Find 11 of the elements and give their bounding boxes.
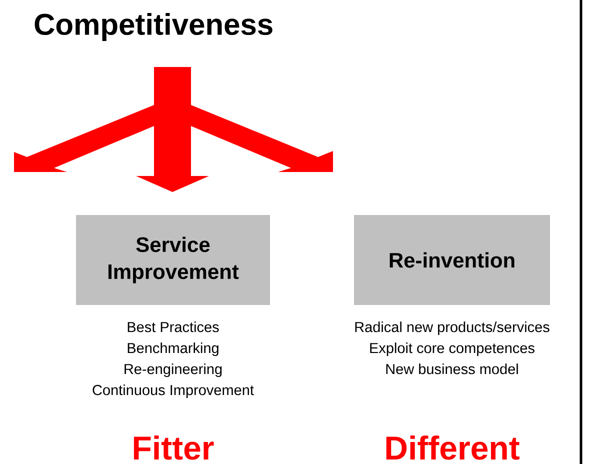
node-label: Re-engineering (124, 364, 222, 378)
node-label: Continuous Improvement (92, 384, 254, 398)
process-box: Service Improvement (76, 215, 270, 305)
item-list: Radical new products/services Exploit core competences New business model (355, 322, 550, 374)
process-box: Re-invention (354, 215, 550, 305)
item-list: Best Practices Benchmarking Re-engineering Continuous Improvement (92, 322, 254, 398)
outcome-word: Fitter (134, 436, 214, 460)
title: Competitiveness (34, 13, 272, 41)
node-label: Best Practices (128, 322, 219, 332)
node-label: Benchmarking (128, 342, 218, 356)
outcome-word: Different (386, 436, 520, 460)
